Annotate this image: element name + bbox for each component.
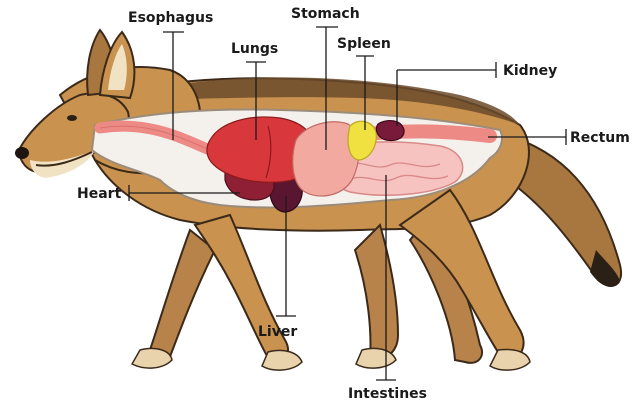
kidney-organ	[376, 121, 404, 141]
label-liver: Liver	[258, 324, 297, 340]
label-heart: Heart	[77, 186, 122, 202]
near-front-leg	[195, 215, 288, 364]
label-kidney: Kidney	[503, 63, 557, 79]
near-hind-paw	[490, 350, 530, 371]
eye	[67, 115, 77, 121]
label-rectum: Rectum	[570, 130, 630, 146]
front-paw-near	[262, 350, 302, 370]
label-lungs: Lungs	[231, 41, 278, 57]
label-esophagus: Esophagus	[128, 10, 213, 26]
hind-leg-inner	[355, 225, 398, 360]
label-spleen: Spleen	[337, 36, 391, 52]
far-front-leg	[149, 230, 215, 363]
nose	[15, 147, 29, 159]
front-paw-far	[132, 348, 172, 368]
label-intestines: Intestines	[348, 386, 427, 401]
label-stomach: Stomach	[291, 6, 360, 22]
